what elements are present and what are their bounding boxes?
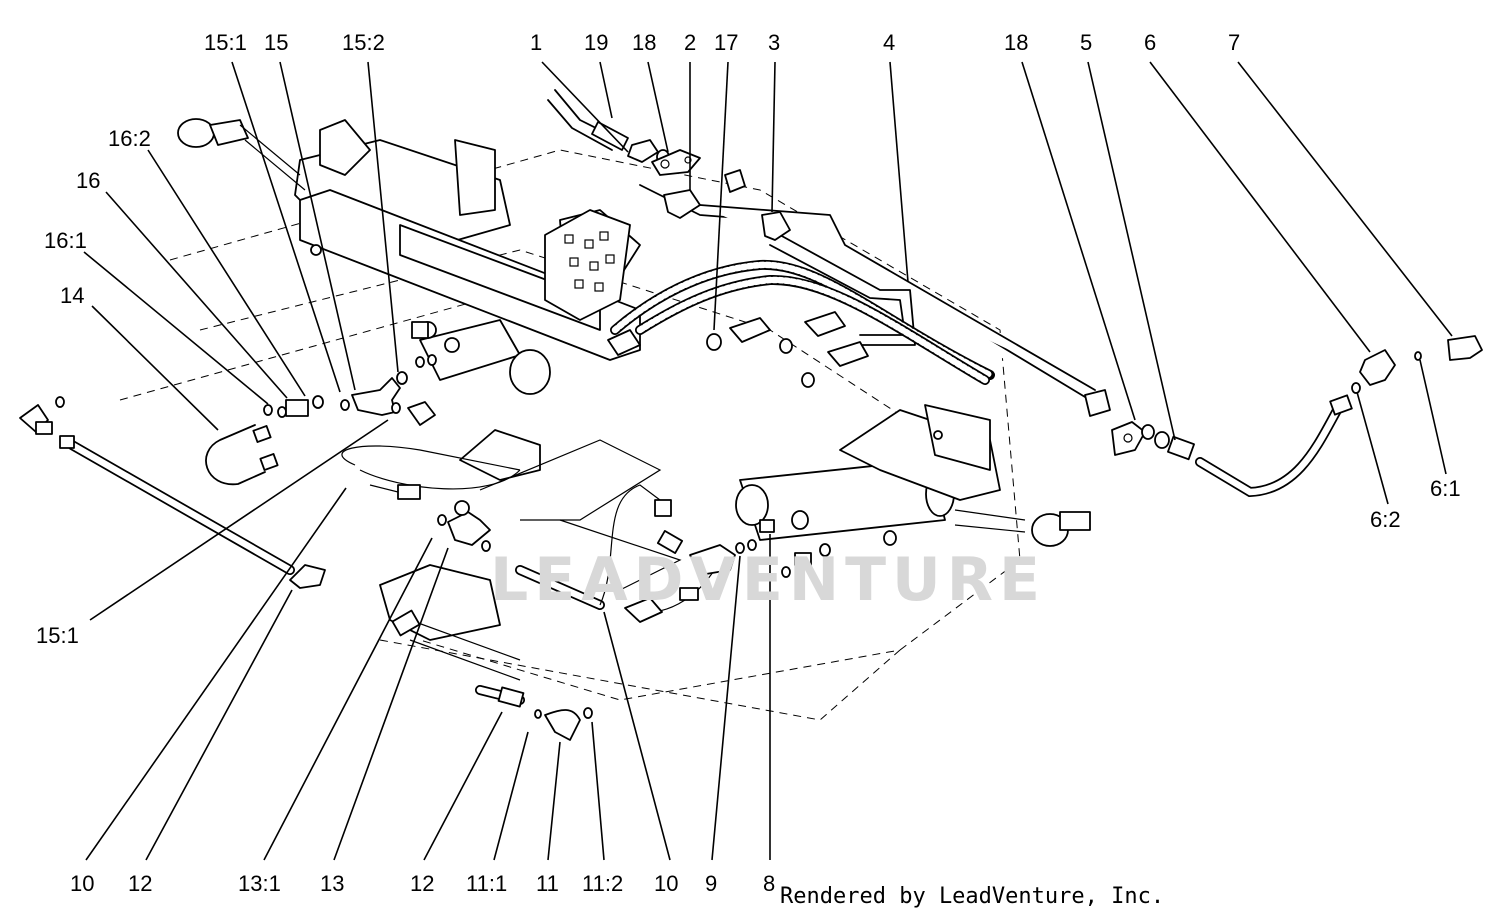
callout-2: 2 <box>684 30 696 55</box>
callout-10-center: 10 <box>654 871 678 896</box>
callout-6-2: 6:2 <box>1370 507 1401 532</box>
watermark-text: LEADVENTURE <box>490 545 1046 615</box>
callout-10-left: 10 <box>70 871 94 896</box>
right-axle-bracket <box>839 404 1001 501</box>
callout-9: 9 <box>705 871 717 896</box>
callout-15-1-left: 15:1 <box>36 623 79 648</box>
leader-lines <box>83 61 1453 861</box>
callout-3: 3 <box>768 30 780 55</box>
callouts-right: 6:1 6:2 <box>1370 476 1461 532</box>
callouts-top: 15:1 15 15:2 1 19 18 2 17 3 4 18 5 6 7 <box>204 30 1240 55</box>
callout-16-1: 16:1 <box>44 228 87 253</box>
fittings-and-seals <box>19 121 1483 741</box>
callout-5: 5 <box>1080 30 1092 55</box>
callout-12-left: 12 <box>128 871 152 896</box>
left-steering-cylinder <box>419 319 551 395</box>
callout-18-right: 18 <box>1004 30 1028 55</box>
callout-8: 8 <box>763 871 775 896</box>
corrugated-sleeves <box>610 259 995 385</box>
callout-7: 7 <box>1228 30 1240 55</box>
callout-6-1: 6:1 <box>1430 476 1461 501</box>
callout-16-2: 16:2 <box>108 126 151 151</box>
callout-4: 4 <box>883 30 895 55</box>
callout-13: 13 <box>320 871 344 896</box>
callout-15-1-top: 15:1 <box>204 30 247 55</box>
callout-11-1: 11:1 <box>466 871 507 896</box>
callout-12-center: 12 <box>410 871 434 896</box>
perforated-bracket <box>544 209 631 321</box>
callout-13-1: 13:1 <box>238 871 281 896</box>
callout-17: 17 <box>714 30 738 55</box>
callout-6: 6 <box>1144 30 1156 55</box>
callout-18-left: 18 <box>632 30 656 55</box>
callout-15-2: 15:2 <box>342 30 385 55</box>
callouts-bottom: 10 12 13:1 13 12 11:1 11 11:2 10 9 8 <box>70 871 775 896</box>
left-tie-rod-end <box>177 118 306 191</box>
u-tube <box>205 424 279 485</box>
callout-16: 16 <box>76 168 100 193</box>
callout-14: 14 <box>60 283 84 308</box>
render-credit: Rendered by LeadVenture, Inc. <box>780 884 1165 909</box>
callout-11-2: 11:2 <box>582 871 623 896</box>
frame-dashed-outlines <box>119 149 1021 721</box>
callout-1: 1 <box>530 30 542 55</box>
callouts-left: 16:2 16 16:1 14 15:1 <box>36 126 151 648</box>
callout-19: 19 <box>584 30 608 55</box>
callout-15-top: 15 <box>264 30 288 55</box>
callout-11: 11 <box>536 871 559 896</box>
